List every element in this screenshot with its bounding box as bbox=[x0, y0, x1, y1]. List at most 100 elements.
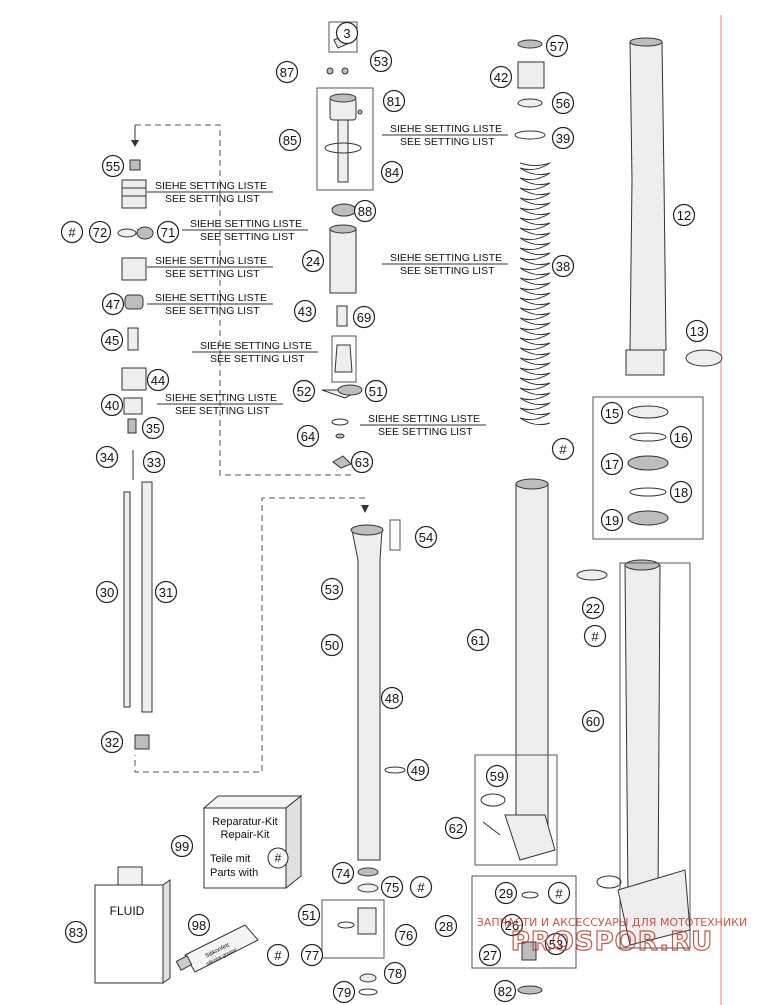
callout-circle bbox=[583, 624, 607, 648]
grease-tube: Silikonfett silicone grease bbox=[175, 924, 259, 973]
callout: 52 bbox=[292, 379, 316, 403]
callout-number: # bbox=[559, 442, 567, 457]
callout: # bbox=[409, 875, 433, 899]
setting-list-en: SEE SETTING LIST bbox=[210, 353, 305, 365]
callout-number: 16 bbox=[674, 430, 688, 445]
callout: 98 bbox=[187, 913, 211, 937]
parts-with-de: Teile mit bbox=[210, 853, 250, 865]
top-cap-assembly bbox=[316, 21, 374, 191]
callout-circle bbox=[95, 580, 119, 604]
callout-number: 34 bbox=[100, 450, 114, 465]
setting-list-de: SIEHE SETTING LISTE bbox=[165, 392, 277, 404]
callout-number: 71 bbox=[161, 225, 175, 240]
callout-circle bbox=[100, 328, 124, 352]
callout: 77 bbox=[300, 943, 324, 967]
callout-circle bbox=[300, 943, 324, 967]
callout: 62 bbox=[444, 816, 468, 840]
callout: 43 bbox=[293, 299, 317, 323]
watermark-line1: ЗАПЧАСТИ И АКСЕССУАРЫ ДЛЯ МОТОТЕХНИКИ bbox=[477, 916, 747, 929]
callout-number: 75 bbox=[385, 880, 399, 895]
callout: 42 bbox=[489, 65, 513, 89]
callout: 48 bbox=[380, 686, 404, 710]
callout-number: 12 bbox=[677, 208, 691, 223]
callout-number: 57 bbox=[550, 39, 564, 54]
dashed-assembly-lines bbox=[131, 124, 369, 773]
callout: 87 bbox=[275, 60, 299, 84]
callout-circle bbox=[383, 961, 407, 985]
callout: 79 bbox=[332, 980, 356, 1004]
callout-circle bbox=[493, 979, 517, 1003]
callout-circle bbox=[95, 445, 119, 469]
callout-number: 52 bbox=[297, 384, 311, 399]
callout-number: 47 bbox=[106, 297, 120, 312]
callout-circle bbox=[551, 437, 575, 461]
callout-number: # bbox=[555, 886, 563, 901]
callout-number: 56 bbox=[556, 96, 570, 111]
callout-number: 69 bbox=[357, 310, 371, 325]
callout: 45 bbox=[100, 328, 124, 352]
callout: 24 bbox=[301, 249, 325, 273]
callout-number: 31 bbox=[159, 585, 173, 600]
callout: 15 bbox=[600, 401, 624, 425]
callout-circle bbox=[669, 480, 693, 504]
callout-circle bbox=[320, 577, 344, 601]
callout: # bbox=[583, 624, 607, 648]
setting-list-en: SEE SETTING LIST bbox=[400, 136, 495, 148]
callout-number: 59 bbox=[490, 769, 504, 784]
callout-number: 98 bbox=[192, 918, 206, 933]
callout-number: 19 bbox=[605, 513, 619, 528]
callout: 18 bbox=[669, 480, 693, 504]
callout: 38 bbox=[551, 254, 575, 278]
callout-circle bbox=[352, 305, 376, 329]
callout: 85 bbox=[278, 128, 302, 152]
callout: 57 bbox=[545, 34, 569, 58]
callout-circle bbox=[331, 861, 355, 885]
callout-circle bbox=[500, 913, 524, 937]
callout-number: 51 bbox=[369, 384, 383, 399]
callout-circle bbox=[353, 199, 377, 223]
callout-circle bbox=[170, 834, 194, 858]
callout: 3 bbox=[335, 21, 359, 45]
callout: 17 bbox=[600, 452, 624, 476]
callout-circle bbox=[600, 508, 624, 532]
callout: 59 bbox=[485, 764, 509, 788]
callout-circle bbox=[266, 943, 290, 967]
callout-circle bbox=[600, 452, 624, 476]
setting-list-en: SEE SETTING LIST bbox=[165, 305, 260, 317]
callout-circle bbox=[60, 220, 84, 244]
callout-number: 42 bbox=[494, 70, 508, 85]
callout: 55 bbox=[101, 154, 125, 178]
callout-circle bbox=[100, 393, 124, 417]
repair-kit-de: Reparatur-Kit bbox=[212, 816, 277, 828]
parts-with-en: Parts with bbox=[210, 867, 258, 879]
callout: 51 bbox=[364, 379, 388, 403]
callout: 82 bbox=[493, 979, 517, 1003]
callout-number: 15 bbox=[605, 406, 619, 421]
callout-number: 48 bbox=[385, 691, 399, 706]
callout-circle bbox=[382, 89, 406, 113]
callout-number: 87 bbox=[280, 65, 294, 80]
callout-circle bbox=[672, 203, 696, 227]
setting-list-de: SIEHE SETTING LISTE bbox=[155, 292, 267, 304]
callout-circle bbox=[100, 730, 124, 754]
callout-circle bbox=[350, 450, 374, 474]
callout-number: # bbox=[274, 948, 282, 963]
callout-circle bbox=[478, 943, 502, 967]
callout-circle bbox=[494, 881, 518, 905]
callout-number: 44 bbox=[151, 373, 165, 388]
callout-number: 84 bbox=[385, 165, 399, 180]
callout-number: 26 bbox=[505, 918, 519, 933]
callout-circle bbox=[380, 160, 404, 184]
callout-number: 35 bbox=[146, 421, 160, 436]
callout-circle bbox=[545, 34, 569, 58]
callout: 33 bbox=[142, 450, 166, 474]
callout-circle bbox=[297, 903, 321, 927]
callout-circle bbox=[296, 424, 320, 448]
